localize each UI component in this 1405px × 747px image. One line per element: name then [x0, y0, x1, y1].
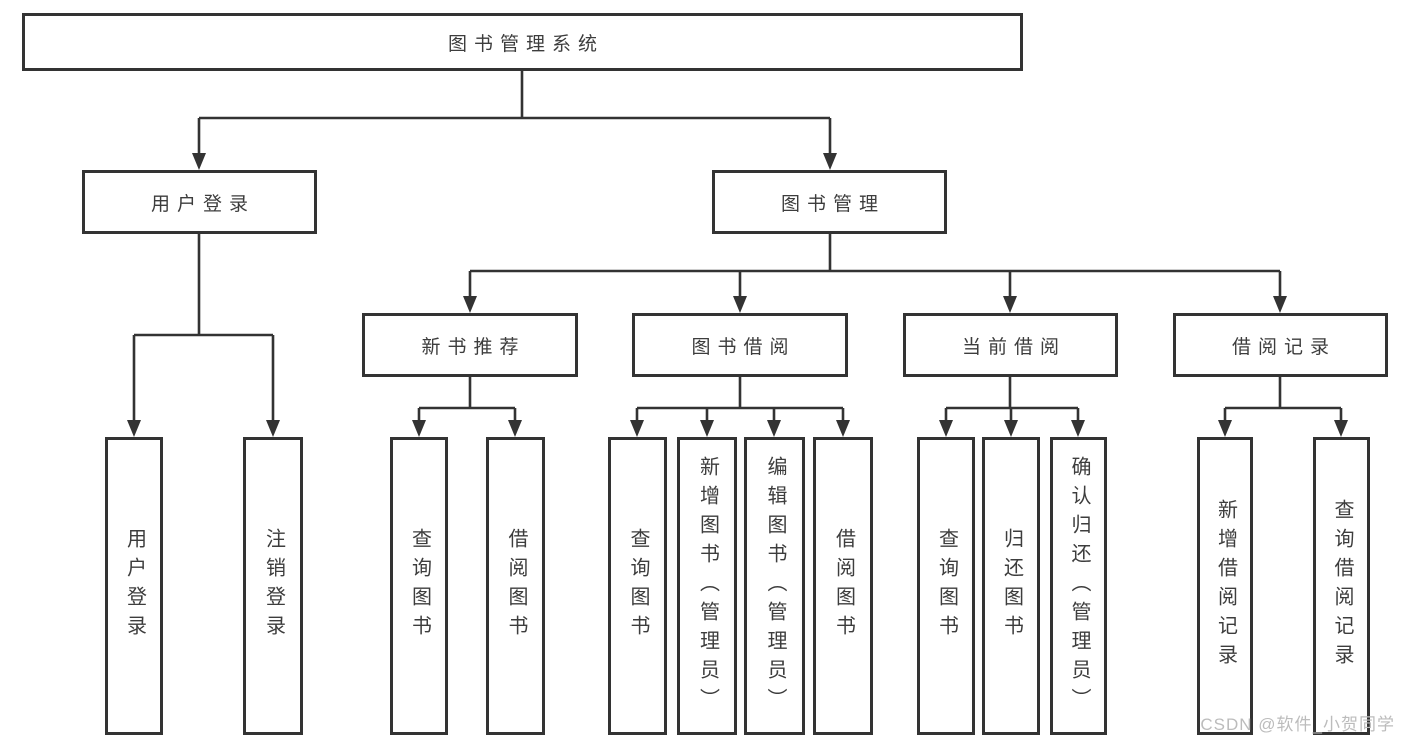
node-label: 新书推荐 [421, 336, 526, 358]
node-label: 图书借阅 [691, 336, 796, 358]
node-label: 新增借阅记录 [1214, 499, 1237, 673]
leaf-query-borrow-record: 查询借阅记录 [1313, 437, 1370, 735]
node-label: 借阅图书 [832, 528, 855, 644]
leaf-add-books-admin: 新增图书（管理员） [677, 437, 737, 735]
leaf-add-borrow-record: 新增借阅记录 [1197, 437, 1253, 735]
leaf-query-books-recommend: 查询图书 [390, 437, 448, 735]
node-label: 查询借阅记录 [1331, 499, 1353, 673]
node-label: 查询图书 [408, 528, 431, 644]
node-user-login: 用户登录 [82, 170, 317, 234]
node-label: 确认归还（管理员） [1068, 455, 1090, 717]
leaf-borrow-books: 借阅图书 [813, 437, 873, 735]
node-label: 用户登录 [150, 193, 255, 215]
leaf-confirm-return-admin: 确认归还（管理员） [1050, 437, 1107, 735]
node-label: 查询图书 [627, 528, 649, 644]
node-label: 图书管理系统 [447, 33, 604, 55]
node-borrowing-records: 借阅记录 [1173, 313, 1388, 377]
node-label: 借阅图书 [505, 528, 527, 644]
leaf-borrow-books-recommend: 借阅图书 [486, 437, 545, 735]
node-book-management: 图书管理 [712, 170, 947, 234]
node-label: 查询图书 [935, 528, 958, 644]
node-label: 当前借阅 [961, 336, 1066, 358]
node-current-borrowing: 当前借阅 [903, 313, 1118, 377]
node-label: 归还图书 [1000, 528, 1023, 644]
leaf-logout: 注销登录 [243, 437, 303, 735]
leaf-edit-books-admin: 编辑图书（管理员） [744, 437, 805, 735]
node-label: 用户登录 [123, 528, 146, 644]
node-label: 图书管理 [780, 193, 885, 215]
node-label: 新增图书（管理员） [696, 455, 719, 717]
node-library-management-system: 图书管理系统 [22, 13, 1023, 71]
node-label: 借阅记录 [1231, 336, 1336, 358]
leaf-query-books-borrow: 查询图书 [608, 437, 667, 735]
leaf-query-books-current: 查询图书 [917, 437, 975, 735]
node-label: 编辑图书（管理员） [764, 455, 786, 717]
leaf-user-login: 用户登录 [105, 437, 163, 735]
node-new-book-recommend: 新书推荐 [362, 313, 578, 377]
watermark-text: CSDN @软件_小贺同学 [1200, 715, 1395, 734]
node-book-borrowing: 图书借阅 [632, 313, 848, 377]
leaf-return-books: 归还图书 [982, 437, 1040, 735]
node-label: 注销登录 [262, 528, 285, 644]
